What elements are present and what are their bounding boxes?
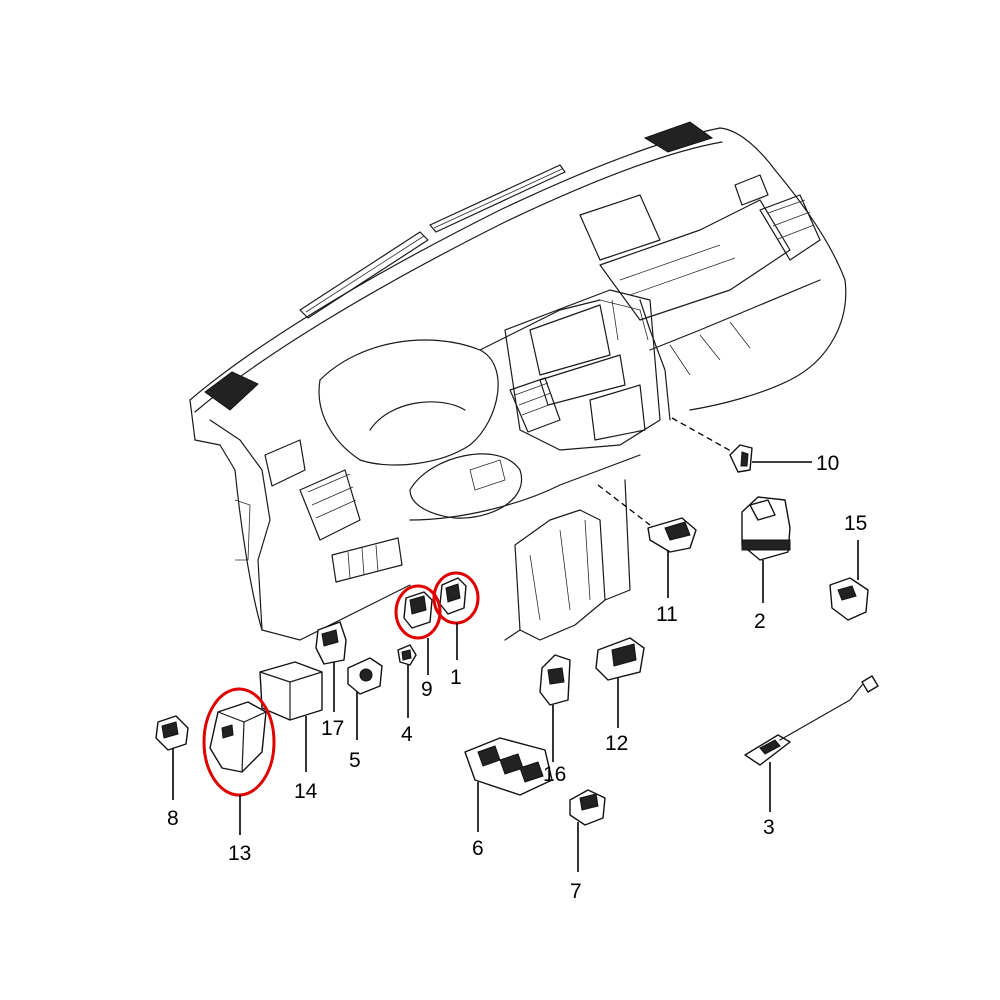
callout-10: 10 <box>816 452 839 475</box>
callout-7: 7 <box>570 880 582 903</box>
part-12-switch <box>595 637 645 681</box>
highlight-part-1 <box>432 571 480 625</box>
callout-11: 11 <box>656 603 678 626</box>
part-15-switch <box>829 577 869 621</box>
part-6-window-switch <box>464 737 553 796</box>
part-1-switch <box>439 577 467 615</box>
part-2-switch <box>741 496 791 561</box>
callout-6: 6 <box>472 837 484 860</box>
callout-14: 14 <box>294 780 318 803</box>
callout-2: 2 <box>754 610 766 633</box>
dashboard-assembly <box>189 121 847 641</box>
part-9-switch <box>403 591 433 629</box>
part-5-switch <box>347 657 383 695</box>
part-14-relay <box>259 661 323 721</box>
callout-4: 4 <box>401 723 413 746</box>
locator-line-10 <box>671 417 739 456</box>
highlight-part-13 <box>202 687 276 797</box>
part-16-switch <box>539 654 571 706</box>
part-11-connector <box>647 517 697 553</box>
part-10-clip <box>729 444 753 473</box>
callout-8: 8 <box>167 807 179 830</box>
callout-1: 1 <box>450 666 462 689</box>
callout-17: 17 <box>321 717 344 740</box>
part-17-switch <box>315 621 347 665</box>
part-13-switch <box>209 701 267 773</box>
part-3-sensor <box>744 675 879 766</box>
callout-5: 5 <box>349 749 361 772</box>
highlight-part-9 <box>394 584 442 640</box>
locator-line-11 <box>597 484 651 526</box>
part-8-switch <box>155 715 189 751</box>
part-4-connector <box>397 644 417 666</box>
callout-3: 3 <box>763 816 775 839</box>
callout-9: 9 <box>421 678 433 701</box>
callout-12: 12 <box>605 732 628 755</box>
callout-13: 13 <box>228 842 251 865</box>
callout-15: 15 <box>844 512 867 535</box>
part-7-switch <box>569 789 606 826</box>
callout-16: 16 <box>543 763 566 786</box>
